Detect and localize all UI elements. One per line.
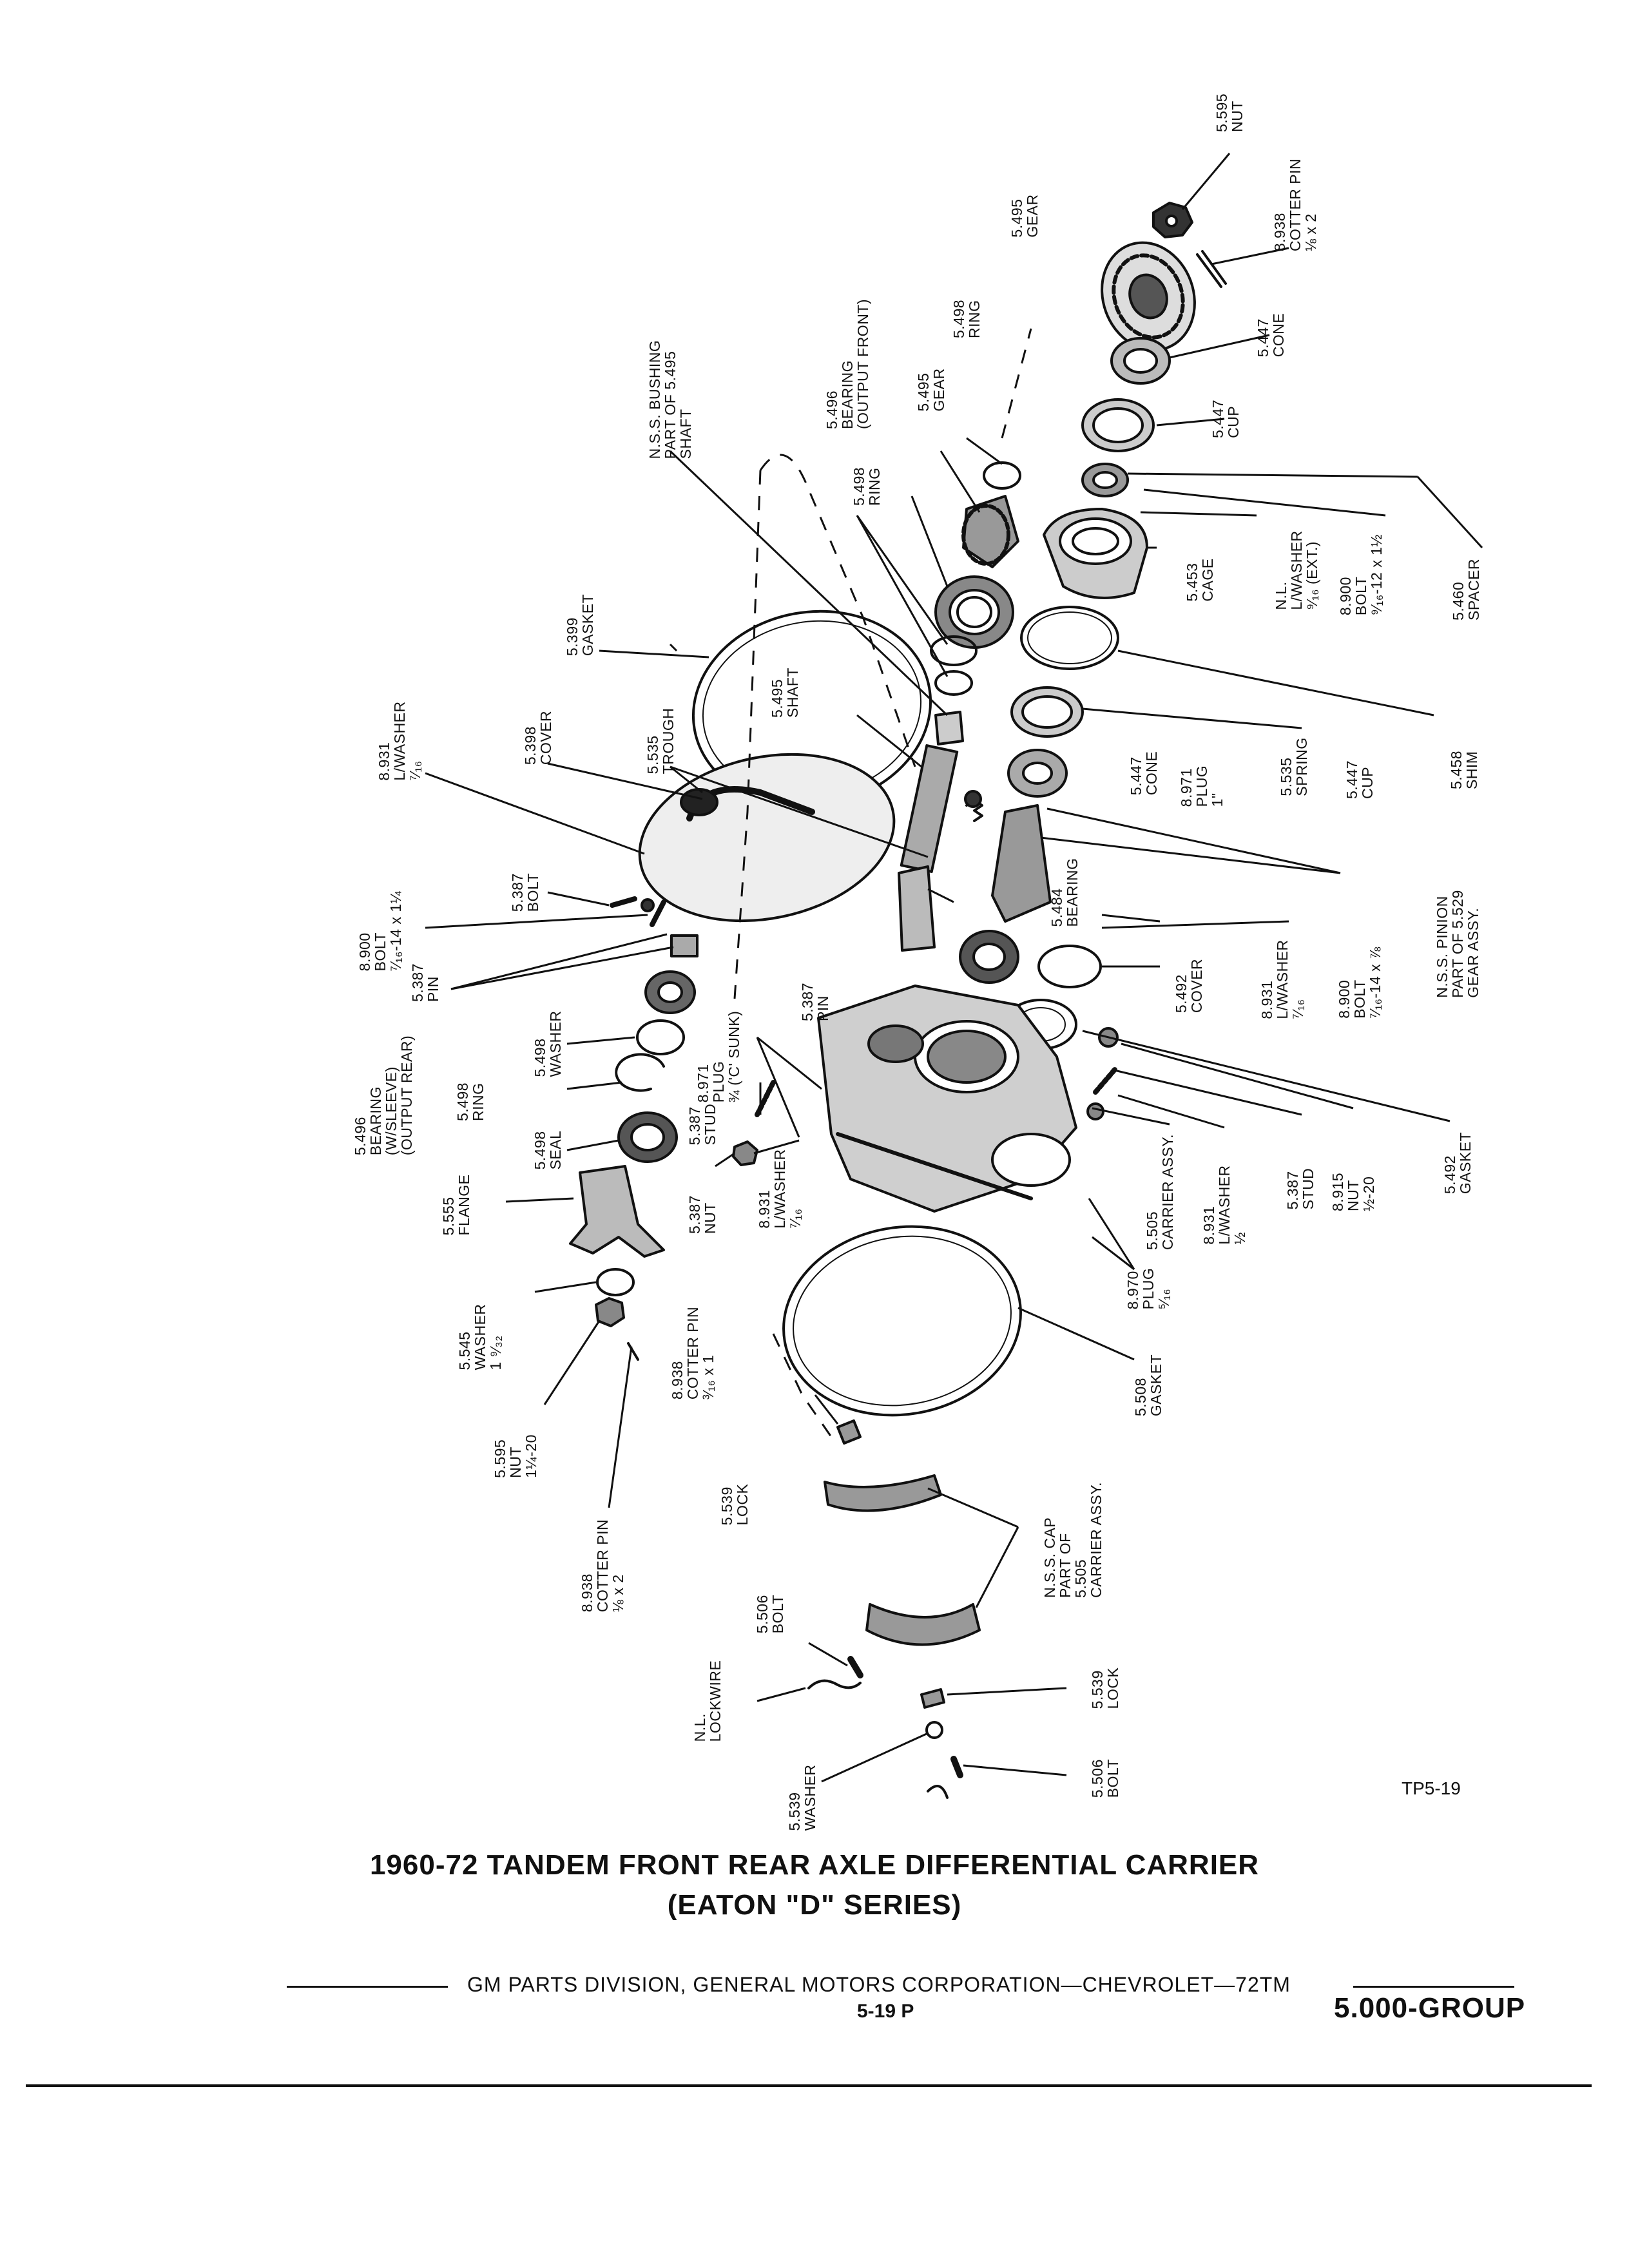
cover-5492-part bbox=[1037, 945, 1102, 988]
lockwire-part bbox=[807, 1679, 862, 1689]
bearing-5484-part bbox=[959, 930, 1019, 984]
bearing-rear-part bbox=[644, 970, 696, 1014]
spacer-part bbox=[1081, 463, 1129, 497]
ring-left-part bbox=[615, 1053, 665, 1092]
nut-part bbox=[1152, 202, 1193, 238]
bearing-front-part bbox=[934, 575, 1014, 649]
cone-mid-part bbox=[1007, 749, 1068, 798]
cap-lower-part bbox=[865, 1603, 981, 1646]
washer-5545-part bbox=[596, 1268, 635, 1296]
nut-5595-part bbox=[595, 1297, 625, 1327]
bolt-5506-part bbox=[847, 1656, 863, 1678]
carrier-assembly-part bbox=[817, 985, 1077, 1213]
bolt-left-part bbox=[610, 896, 666, 927]
gear-part bbox=[1101, 241, 1196, 352]
washer-left-part bbox=[636, 1019, 685, 1055]
group-number: 5.000-GROUP bbox=[1334, 1992, 1526, 2024]
cup-mid-part bbox=[1010, 686, 1084, 738]
pin-left-part bbox=[670, 934, 699, 957]
cap-upper-part bbox=[824, 1474, 942, 1512]
stud-right-part bbox=[1093, 1067, 1117, 1095]
page-title: 1960-72 TANDEM FRONT REAR AXLE DIFFERENT… bbox=[369, 1849, 1260, 1881]
page-subtitle: (EATON "D" SERIES) bbox=[667, 1889, 962, 1921]
cotter-pin-part bbox=[1196, 250, 1227, 288]
shim-part bbox=[1020, 606, 1119, 670]
bolt-bottom-part bbox=[927, 1756, 963, 1799]
bushing-part bbox=[934, 711, 964, 745]
cage-part bbox=[1043, 508, 1148, 599]
page-number: 5-19 P bbox=[857, 2001, 914, 2022]
footer-rule-right bbox=[1353, 1986, 1514, 1988]
ring-top-part bbox=[983, 461, 1021, 490]
bottom-rule bbox=[26, 2084, 1592, 2087]
gasket-5508-part bbox=[782, 1225, 1022, 1417]
washer-bottom-part bbox=[925, 1721, 943, 1739]
pinion-gear-part bbox=[898, 804, 1052, 952]
spring-part bbox=[964, 790, 983, 822]
ring-mid-part bbox=[930, 635, 978, 696]
lock-right-part bbox=[920, 1688, 945, 1709]
bevel-gear-part bbox=[961, 495, 1019, 568]
nut-left-part bbox=[732, 1140, 758, 1166]
lock-left-part bbox=[836, 1419, 862, 1445]
cotter-low-part bbox=[627, 1342, 639, 1361]
flange-part bbox=[569, 1165, 665, 1258]
figure-id: TP5-19 bbox=[1402, 1778, 1461, 1798]
footer-rule-left bbox=[287, 1986, 448, 1988]
cone-bearing-part bbox=[1110, 337, 1171, 385]
seal-part bbox=[617, 1111, 678, 1163]
footer-text: GM PARTS DIVISION, GENERAL MOTORS CORPOR… bbox=[467, 1973, 1291, 1996]
cup-part bbox=[1081, 398, 1155, 452]
shaft-part bbox=[900, 744, 959, 873]
